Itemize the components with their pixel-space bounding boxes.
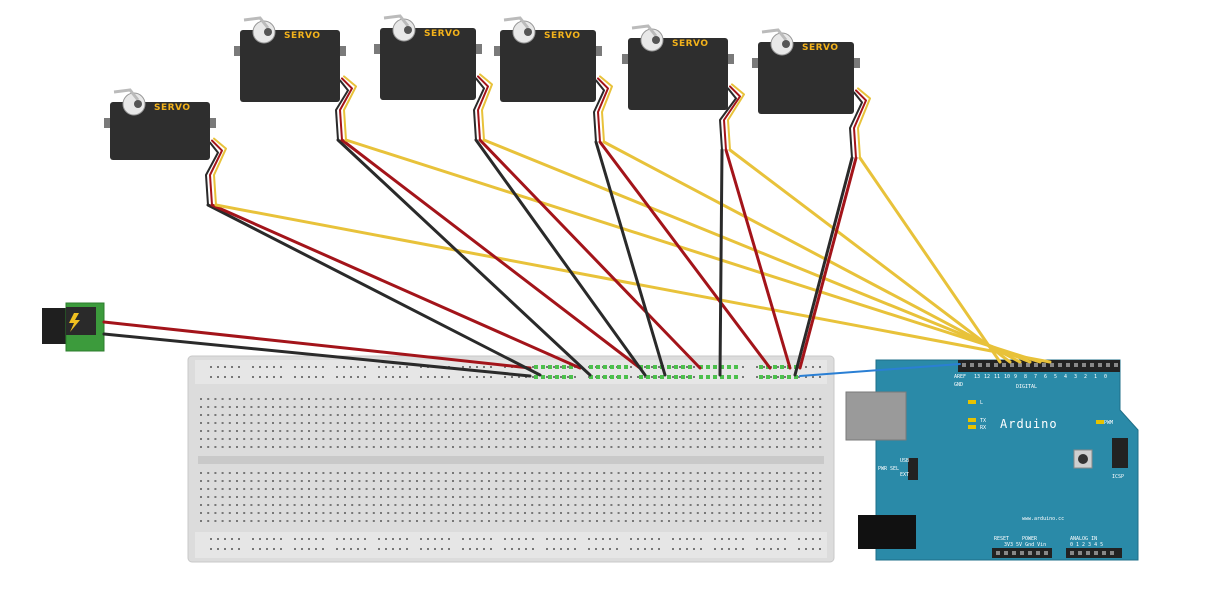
reset-label: RESET	[994, 536, 1009, 542]
wire	[473, 77, 485, 141]
pwm-label: PWM	[1104, 420, 1113, 426]
servo-label: SERVO	[154, 103, 191, 113]
icsp-label: ICSP	[1112, 474, 1124, 480]
wire	[719, 87, 737, 151]
wire	[793, 156, 854, 377]
digital-label: DIGITAL	[1016, 384, 1037, 390]
wire	[598, 140, 772, 370]
wire	[206, 203, 542, 377]
usb-label: USB	[900, 458, 909, 464]
wire	[210, 203, 582, 370]
servo-icon: SERVO	[104, 88, 216, 160]
digital-pin-label: 3	[1074, 374, 1077, 380]
wire	[724, 148, 792, 370]
wire	[343, 75, 357, 141]
wire	[798, 156, 858, 370]
wire	[339, 77, 353, 141]
wire	[102, 332, 532, 378]
wire	[209, 139, 223, 206]
wire	[858, 156, 1002, 364]
wire	[336, 138, 592, 377]
servo-icon: SERVO	[622, 24, 734, 110]
aref-label: AREF	[954, 374, 966, 380]
l-label: L	[980, 400, 983, 406]
analog-pins-label: 0 1 2 3 4 5	[1070, 542, 1103, 548]
servo-icon: SERVO	[374, 14, 482, 100]
breadboard	[187, 355, 835, 563]
arduino-brand: Arduino	[1000, 417, 1058, 431]
wire	[594, 140, 667, 377]
wire	[205, 141, 219, 206]
analog-in-label: ANALOG IN	[1070, 536, 1097, 542]
power-pins-label: 3V3 5V Gnd Vin	[1004, 542, 1046, 548]
servo-label: SERVO	[544, 31, 581, 41]
digital-pin-label: 8	[1024, 374, 1027, 380]
wire	[335, 79, 349, 141]
wire	[214, 203, 1052, 364]
wire	[599, 75, 613, 143]
digital-pin-label: 13	[974, 374, 980, 380]
wire	[477, 75, 489, 141]
arduino-url: www.arduino.cc	[1022, 516, 1064, 522]
digital-pin-label: 4	[1064, 374, 1067, 380]
wire	[102, 320, 532, 370]
wire	[478, 138, 702, 370]
wire	[597, 77, 609, 143]
power-label: POWER	[1022, 536, 1038, 542]
digital-pin-label: 10	[1004, 374, 1010, 380]
lightning-icon	[69, 313, 80, 332]
wire	[479, 73, 493, 141]
servo-icon: SERVO	[752, 28, 860, 114]
wire	[213, 137, 227, 206]
power-jack-icon	[42, 302, 105, 352]
servo-label: SERVO	[802, 43, 839, 53]
digital-pin-label: 9	[1014, 374, 1017, 380]
gnd-label: GND	[954, 382, 963, 388]
digital-pin-label: 2	[1084, 374, 1087, 380]
wire	[602, 140, 1022, 364]
wire	[723, 85, 741, 151]
digital-pin-label: 7	[1034, 374, 1037, 380]
arduino-board-icon	[845, 359, 1139, 561]
digital-pin-label: 6	[1044, 374, 1047, 380]
servo-label: SERVO	[672, 39, 709, 49]
servo-label: SERVO	[424, 29, 461, 39]
digital-pin-label: 11	[994, 374, 1000, 380]
wire	[728, 148, 1012, 364]
tx-label: TX	[980, 418, 986, 424]
wire	[853, 89, 867, 159]
servo-icon: SERVO	[494, 16, 602, 102]
wire	[474, 138, 647, 377]
wire	[799, 363, 961, 377]
wire	[857, 87, 871, 159]
rx-label: RX	[980, 425, 986, 431]
digital-pin-label: 1	[1094, 374, 1097, 380]
wire	[344, 138, 1042, 364]
wire	[593, 79, 605, 143]
pwr-sel-label: PWR SEL	[878, 466, 899, 472]
digital-pin-label: 0	[1104, 374, 1107, 380]
digital-pin-label: 5	[1054, 374, 1057, 380]
servo-label: SERVO	[284, 31, 321, 41]
wire	[727, 83, 745, 151]
wire	[849, 91, 863, 159]
servo-icon: SERVO	[234, 16, 346, 102]
digital-pin-label: 12	[984, 374, 990, 380]
wire	[718, 148, 724, 377]
wire	[340, 138, 642, 370]
ext-label: EXT	[900, 472, 909, 478]
